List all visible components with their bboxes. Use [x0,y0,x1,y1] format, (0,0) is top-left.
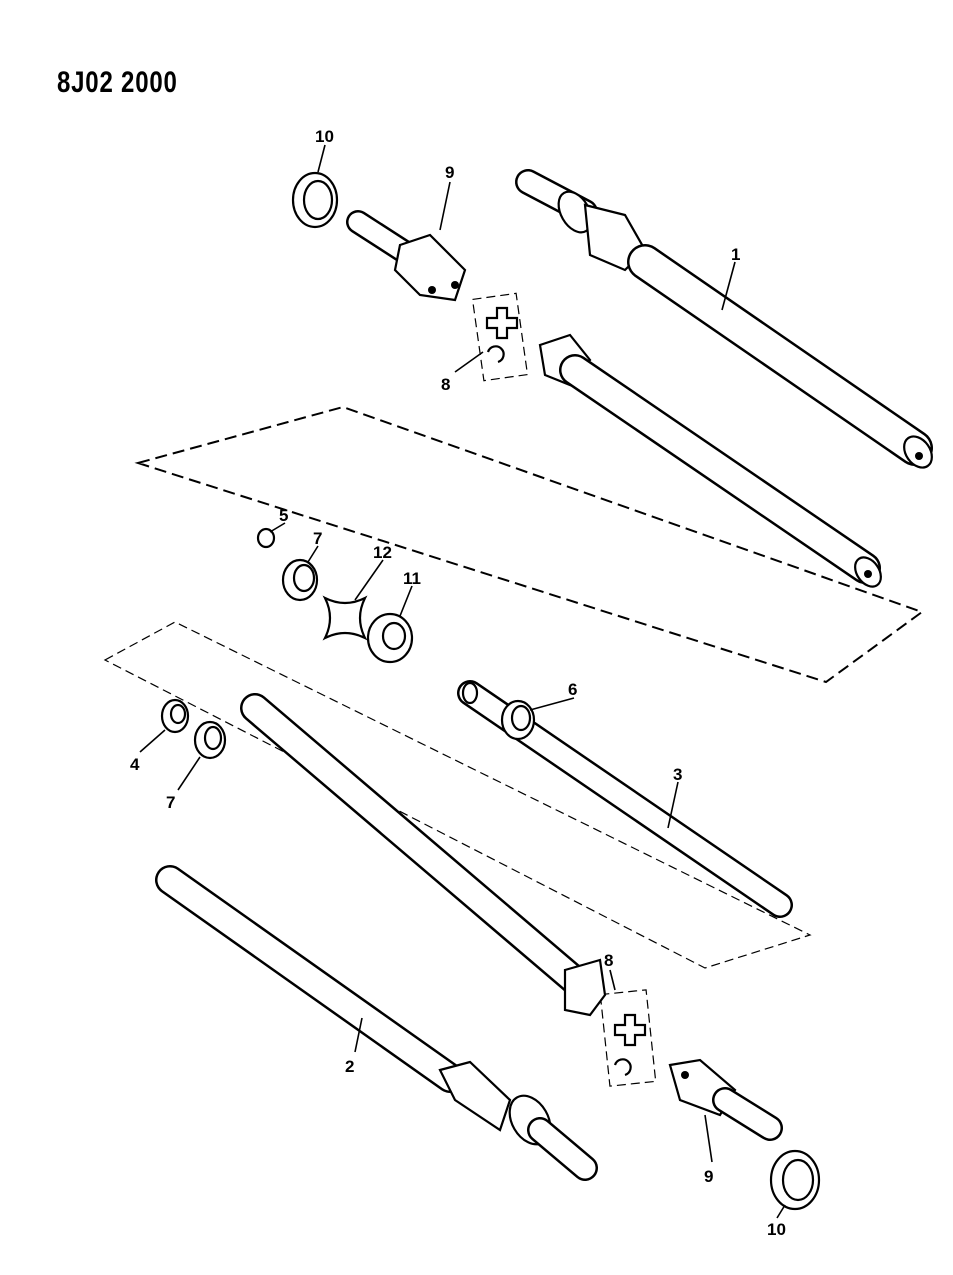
washer-7-lower [193,720,227,760]
spacer-12 [322,595,368,641]
callout-3: 3 [673,765,682,784]
callout-6: 6 [568,680,577,699]
callout-8-lower: 8 [604,951,613,970]
callout-4: 4 [130,755,140,774]
seal-ring-10-upper [291,171,339,229]
callout-9-lower: 9 [704,1167,713,1186]
group-outline-lower [103,621,812,969]
callout-12: 12 [373,543,392,562]
ujoint-cross-upper [485,306,519,364]
ujoint-kit-box-upper [471,292,529,382]
callout-10-upper: 10 [315,127,334,146]
seal-11 [366,612,414,664]
washer-4 [160,698,190,734]
callout-8-upper: 8 [441,375,450,394]
bearing-6 [500,699,536,741]
axle-shaft-1 [515,169,933,469]
seal-ring-10-lower [769,1149,821,1211]
callout-10-lower: 10 [767,1220,786,1239]
callout-5: 5 [279,506,288,525]
callout-7-lower: 7 [166,793,175,812]
diagram-id: 8J02 2000 [57,66,178,99]
inner-yoke-shaft-1 [538,333,882,588]
stub-shaft-9-upper [346,210,467,302]
leader-lines [139,144,786,1219]
ujoint-cross-lower [613,1013,647,1077]
callout-2: 2 [345,1057,354,1076]
bushing-5 [256,527,276,549]
stub-shaft-9-lower [668,1058,783,1141]
callout-7-upper: 7 [313,529,322,548]
inner-axle-shaft-lower [240,693,607,1017]
axle-shaft-2 [155,865,598,1181]
callout-1: 1 [731,245,740,264]
callout-11: 11 [403,569,421,588]
callout-9-upper: 9 [445,163,454,182]
ujoint-kit-box-lower [599,989,657,1087]
washer-7-upper [281,558,319,602]
